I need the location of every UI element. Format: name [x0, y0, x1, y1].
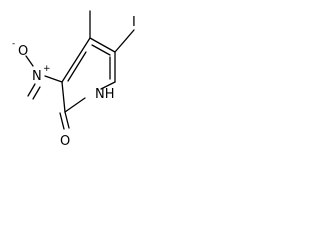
nitro-oxygen-minus-label: O — [18, 44, 28, 59]
nitro-nitrogen-label: N — [32, 69, 42, 84]
bond-c2-carbonyl-a — [64, 111, 70, 129]
bond-n1-c2 — [64, 97, 86, 113]
bond-c2-carbonyl-b — [59, 112, 65, 130]
bond-c4-c5 — [89, 37, 116, 53]
nitro-negative-charge: - — [12, 39, 15, 49]
bond-nitro-n-o-minus — [25, 55, 34, 67]
iodine-label: I — [132, 15, 136, 30]
bond-c6-n1 — [100, 81, 116, 90]
double-bond-c4-c5-inner — [91, 44, 111, 56]
ring-nh-label: NH — [95, 87, 115, 102]
bond-nitro-n-o-double-b — [32, 86, 41, 100]
molecule-drawing: I N + O - NH O — [12, 10, 136, 149]
carbonyl-oxygen-label: O — [60, 134, 70, 149]
bond-c5-iodine — [114, 29, 135, 53]
bond-c3-nitro-n — [44, 75, 63, 83]
bond-c2-c3 — [61, 81, 66, 113]
nitro-positive-charge: + — [43, 64, 51, 74]
bond-nitro-n-o-double-a — [27, 83, 36, 97]
bond-c3-c4 — [61, 37, 91, 83]
structure-diagram: I N + O - NH O — [0, 0, 156, 155]
double-bond-c3-c4-inner — [67, 51, 87, 82]
